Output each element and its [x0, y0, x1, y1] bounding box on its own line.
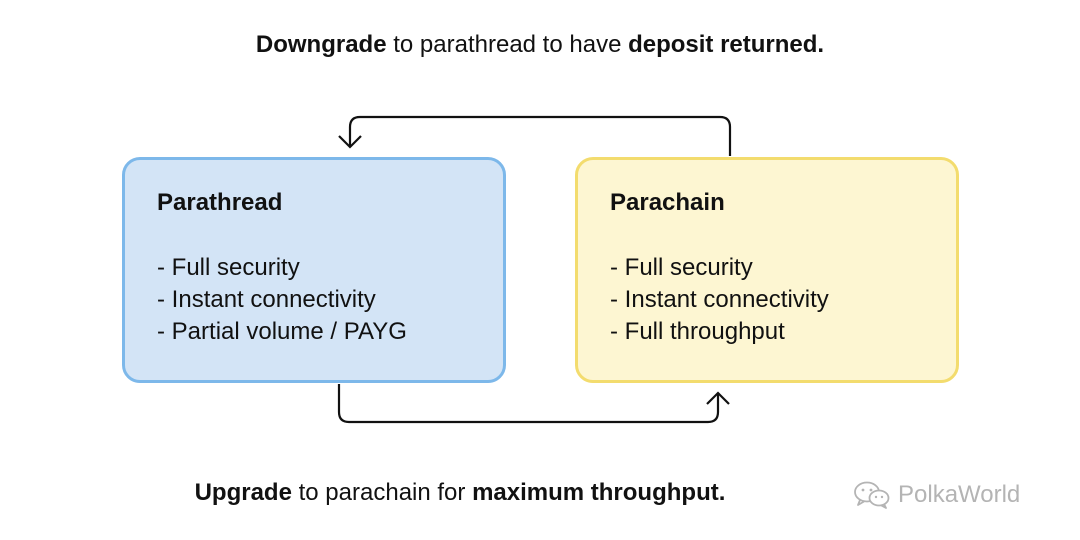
parathread-title: Parathread	[157, 189, 283, 216]
parachain-box: Parachain Full security Instant connecti…	[575, 157, 959, 383]
parachain-feature: Instant connectivity	[610, 284, 956, 316]
upgrade-caption: Upgrade to parachain for maximum through…	[0, 478, 1000, 508]
upgrade-arrowhead	[706, 391, 730, 405]
polkaworld-watermark: PolkaWorld	[852, 480, 1020, 510]
parachain-feature: Full security	[610, 252, 956, 284]
parathread-box: Parathread Full security Instant connect…	[122, 157, 506, 383]
upgrade-arrow	[337, 384, 720, 424]
parachain-feature-list: Full security Instant connectivity Full …	[610, 252, 956, 348]
downgrade-arrowhead	[338, 135, 362, 149]
parathread-feature: Full security	[157, 252, 503, 284]
wechat-icon	[852, 480, 892, 510]
downgrade-caption: Downgrade to parathread to have deposit …	[0, 30, 1080, 60]
watermark-text: PolkaWorld	[898, 481, 1021, 508]
parachain-feature: Full throughput	[610, 316, 956, 348]
downgrade-arrow	[348, 115, 732, 156]
maximum-throughput-keyword: maximum throughput.	[472, 479, 726, 506]
parathread-feature: Instant connectivity	[157, 284, 503, 316]
downgrade-keyword: Downgrade	[255, 31, 387, 58]
upgrade-keyword: Upgrade	[194, 479, 292, 506]
downgrade-caption-text: to parathread to have	[386, 31, 629, 58]
deposit-returned-keyword: deposit returned.	[628, 31, 825, 58]
parathread-feature-list: Full security Instant connectivity Parti…	[157, 252, 503, 348]
parathread-feature: Partial volume / PAYG	[157, 316, 503, 348]
parachain-title: Parachain	[610, 189, 725, 216]
upgrade-caption-text: to parachain for	[291, 479, 473, 506]
